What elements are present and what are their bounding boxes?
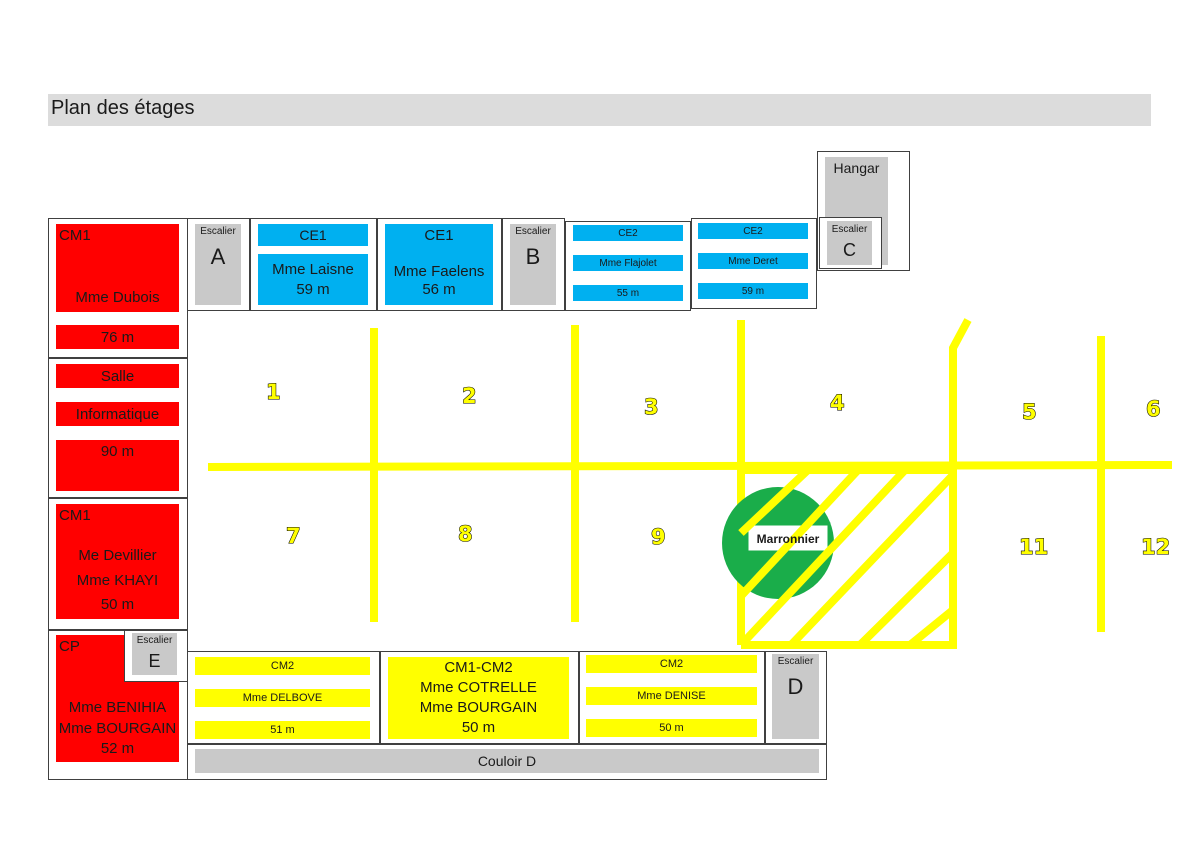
zone-5: 5 xyxy=(1021,399,1037,424)
stair-b: Escalier B xyxy=(510,224,556,305)
room-cm1-devillier: CM1 Me Devillier Mme KHAYI 50 m xyxy=(56,504,179,619)
salle-info-line2: Informatique xyxy=(56,402,179,426)
cm1-devillier-area: 50 m xyxy=(100,596,135,613)
ce1-faelens-area: 56 m xyxy=(422,281,456,298)
stair-c: Escalier C xyxy=(827,221,872,265)
yellow-lines xyxy=(207,318,1173,649)
ce1-faelens-class: CE1 xyxy=(424,227,454,244)
ce2-flajolet-teacher: Mme Flajolet xyxy=(573,255,683,271)
cm2-delbove-class: CM2 xyxy=(195,657,370,675)
stair-d-label: Escalier xyxy=(777,656,814,667)
cm1cm2-area: 50 m xyxy=(461,719,496,736)
cm2-delbove-teacher: Mme DELBOVE xyxy=(195,689,370,707)
ce1-laisne-info: Mme Laisne 59 m xyxy=(258,254,368,305)
cm1cm2-teacher1: Mme COTRELLE xyxy=(420,679,537,696)
cm1-devillier-class: CM1 xyxy=(59,507,91,524)
stair-d-letter: D xyxy=(787,674,804,699)
zone-12: 12 xyxy=(1140,534,1171,559)
zone-7: 7 xyxy=(285,523,301,548)
title-bar: Plan des étages xyxy=(48,94,1151,126)
cp-class: CP xyxy=(59,638,80,655)
stair-b-letter: B xyxy=(525,244,541,269)
tree-label: Marronnier xyxy=(757,532,820,546)
cm1-devillier-teacher2: Mme KHAYI xyxy=(76,572,159,589)
ce2-flajolet-area: 55 m xyxy=(573,285,683,301)
stair-a-label: Escalier xyxy=(200,226,236,237)
zone-9: 9 xyxy=(650,524,666,549)
cm2-denise-class: CM2 xyxy=(586,655,757,673)
ce2-deret-class: CE2 xyxy=(698,223,808,239)
stair-e-label: Escalier xyxy=(136,635,173,646)
ce1-laisne-teacher: Mme Laisne xyxy=(272,260,354,278)
cm1-dubois-teacher: Mme Dubois xyxy=(75,289,160,306)
cp-area: 52 m xyxy=(100,740,135,757)
stair-c-label: Escalier xyxy=(831,224,868,235)
hangar-label: Hangar xyxy=(833,160,880,176)
room-cm1cm2: CM1-CM2 Mme COTRELLE Mme BOURGAIN 50 m xyxy=(388,657,569,739)
stair-a-letter: A xyxy=(210,244,226,269)
cm1-dubois-area: 76 m xyxy=(56,325,179,349)
stair-a: Escalier A xyxy=(195,224,241,305)
stair-c-letter: C xyxy=(843,240,856,260)
stair-b-label: Escalier xyxy=(515,226,551,237)
cm2-denise-teacher: Mme DENISE xyxy=(586,687,757,705)
cp-teacher2: Mme BOURGAIN xyxy=(58,720,177,737)
salle-info-area-block: 90 m xyxy=(56,440,179,491)
zone-8: 8 xyxy=(457,521,473,546)
stair-e: Escalier E xyxy=(132,633,177,675)
ce1-laisne-area: 59 m xyxy=(296,280,330,298)
cm1-devillier-teacher1: Me Devillier xyxy=(78,547,157,564)
cm2-delbove-area: 51 m xyxy=(195,721,370,739)
cm1cm2-class: CM1-CM2 xyxy=(444,659,513,676)
hatch-lines xyxy=(738,467,956,649)
stair-d: Escalier D xyxy=(772,654,819,739)
tree-label-box xyxy=(745,522,831,554)
zone-3: 3 xyxy=(643,394,659,419)
ce2-deret-area: 59 m xyxy=(698,283,808,299)
room-cm1-dubois: CM1 Mme Dubois xyxy=(56,224,179,312)
cm1-dubois-class: CM1 xyxy=(59,227,91,244)
salle-info-area: 90 m xyxy=(100,443,135,460)
cp-teacher1: Mme BENIHIA xyxy=(68,699,167,716)
stair-e-letter: E xyxy=(148,651,161,671)
ce1-faelens-teacher: Mme Faelens xyxy=(393,263,485,280)
ce1-laisne-class: CE1 xyxy=(258,224,368,246)
zone-4: 4 xyxy=(829,390,845,415)
ce2-flajolet-class: CE2 xyxy=(573,225,683,241)
ce2-deret-teacher: Mme Deret xyxy=(698,253,808,269)
salle-info-line1: Salle xyxy=(56,364,179,388)
zone-2: 2 xyxy=(461,383,477,408)
zone-11: 11 xyxy=(1018,534,1049,559)
page-title: Plan des étages xyxy=(51,97,195,119)
room-ce1-faelens: CE1 Mme Faelens 56 m xyxy=(385,224,493,305)
cm2-denise-area: 50 m xyxy=(586,719,757,737)
zone-1: 1 xyxy=(265,379,281,404)
cm1cm2-teacher2: Mme BOURGAIN xyxy=(419,699,538,716)
zone-6: 6 xyxy=(1145,396,1161,421)
corridor-d: Couloir D xyxy=(195,749,819,773)
